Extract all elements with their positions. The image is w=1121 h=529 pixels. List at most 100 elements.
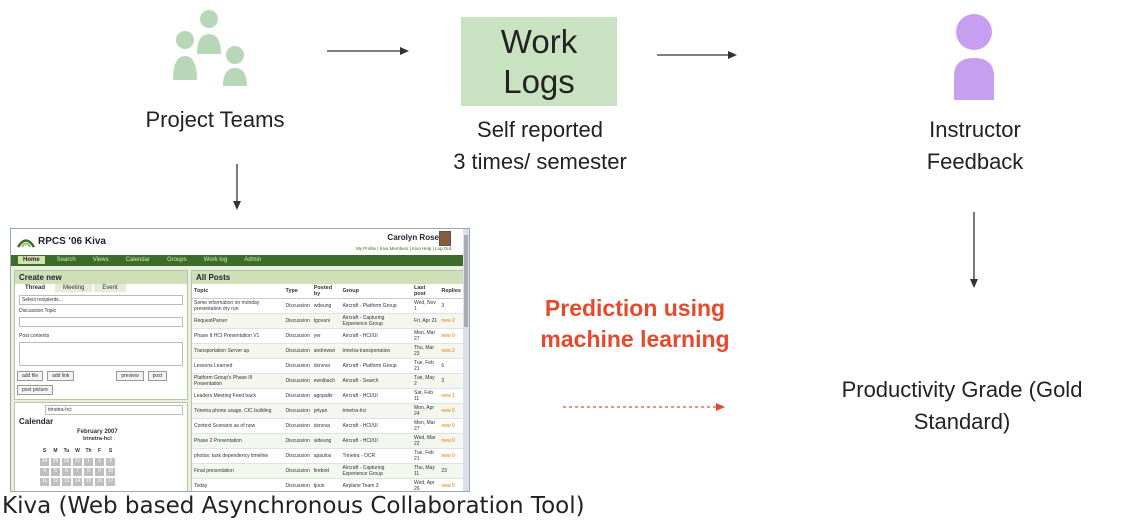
weekday: W bbox=[75, 448, 80, 454]
all-posts-title: All Posts bbox=[192, 271, 463, 284]
table-cell[interactable]: Trinetra phone usage, CIC building bbox=[192, 403, 284, 419]
calendar-day[interactable]: 1 bbox=[84, 458, 93, 466]
tab-thread[interactable]: Thread bbox=[17, 284, 54, 292]
discussion-topic-input[interactable] bbox=[19, 317, 183, 327]
table-cell: Wed, Nov 1 bbox=[412, 298, 440, 314]
nav-search[interactable]: Search bbox=[56, 257, 76, 263]
calendar-title: Calendar bbox=[19, 417, 54, 426]
table-row[interactable]: Some information on monday presentation … bbox=[192, 298, 463, 314]
nav-work-log[interactable]: Work log bbox=[203, 257, 228, 263]
table-cell[interactable]: Some information on monday presentation … bbox=[192, 298, 284, 314]
tab-meeting[interactable]: Meeting bbox=[55, 284, 93, 292]
table-cell: Discussion bbox=[283, 298, 312, 314]
post-picture-button[interactable]: post picture bbox=[17, 385, 53, 395]
nav-groups[interactable]: Groups bbox=[166, 257, 187, 263]
column-header[interactable]: Last post bbox=[412, 284, 440, 299]
nav-calendar[interactable]: Calendar bbox=[125, 257, 150, 263]
recipients-select[interactable]: Select recipients... bbox=[19, 295, 183, 305]
table-cell[interactable]: Transportation Server up bbox=[192, 343, 284, 359]
post-contents-textarea[interactable] bbox=[19, 342, 183, 366]
calendar-day[interactable]: 13 bbox=[62, 478, 71, 486]
group-select[interactable]: trinetra-hci bbox=[45, 405, 183, 415]
calendar-day[interactable]: 14 bbox=[73, 478, 82, 486]
calendar-day[interactable]: 5 bbox=[51, 468, 60, 476]
scrollbar[interactable] bbox=[463, 229, 469, 491]
calendar-day[interactable]: 28 bbox=[40, 458, 49, 466]
table-cell: Aircraft - Capturing Experience Group bbox=[340, 313, 412, 329]
instructor-icon bbox=[954, 14, 994, 100]
table-cell: new 0 bbox=[439, 448, 463, 464]
nav-views[interactable]: Views bbox=[92, 257, 109, 263]
column-header[interactable]: Replies bbox=[439, 284, 463, 299]
calendar-day[interactable]: 31 bbox=[73, 458, 82, 466]
calendar-day[interactable]: 2 bbox=[95, 458, 104, 466]
discussion-topic-label: Discussion Topic bbox=[19, 308, 57, 314]
nav-admin[interactable]: Admin bbox=[244, 257, 262, 263]
table-cell: Discussion bbox=[283, 463, 312, 479]
table-cell: Discussion bbox=[283, 448, 312, 464]
table-cell: new 1 bbox=[439, 388, 463, 404]
calendar-day[interactable]: 4 bbox=[40, 468, 49, 476]
table-cell[interactable]: Phase II HCI Presentation V1 bbox=[192, 328, 284, 344]
calendar-day[interactable]: 17 bbox=[106, 478, 115, 486]
table-cell[interactable]: Leaders Meeting Feed back bbox=[192, 388, 284, 404]
calendar-day[interactable]: 16 bbox=[95, 478, 104, 486]
table-cell[interactable]: Today bbox=[192, 478, 284, 491]
column-header[interactable]: Posted by bbox=[311, 284, 341, 299]
calendar-day[interactable]: 7 bbox=[73, 468, 82, 476]
column-header[interactable]: Type bbox=[283, 284, 312, 299]
table-cell: andrewwi bbox=[311, 343, 341, 359]
weekday: S bbox=[108, 448, 113, 454]
column-header[interactable]: Group bbox=[340, 284, 412, 299]
column-header[interactable]: Topic bbox=[192, 284, 284, 299]
prediction-line-2: machine learning bbox=[540, 326, 730, 352]
table-cell[interactable]: Lessons Learned bbox=[192, 358, 284, 374]
table-cell: Discussion bbox=[283, 433, 312, 449]
calendar-day[interactable]: 11 bbox=[40, 478, 49, 486]
add-file-button[interactable]: add file bbox=[17, 371, 44, 381]
add-link-button[interactable]: add link bbox=[47, 371, 75, 381]
tab-event[interactable]: Event bbox=[94, 284, 126, 292]
preview-button[interactable]: preview bbox=[116, 371, 144, 381]
nav-home[interactable]: Home bbox=[18, 256, 45, 264]
calendar-day[interactable]: 30 bbox=[62, 458, 71, 466]
calendar-day[interactable]: 9 bbox=[95, 468, 104, 476]
kiva-user-links[interactable]: My Profile | Kiva Members | Kiva Help | … bbox=[355, 246, 451, 251]
table-cell[interactable]: Context Scenario as of now bbox=[192, 418, 284, 434]
calendar-day[interactable]: 12 bbox=[51, 478, 60, 486]
self-reported-label: Self reported 3 times/ semester bbox=[420, 114, 660, 178]
calendar-day[interactable]: 3 bbox=[106, 458, 115, 466]
weekday: Th bbox=[85, 448, 92, 454]
table-cell: Thu, Mar 23 bbox=[412, 343, 440, 359]
calendar-day[interactable]: 15 bbox=[84, 478, 93, 486]
calendar-day[interactable]: 29 bbox=[51, 458, 60, 466]
table-cell[interactable]: photos: task dependency timeline bbox=[192, 448, 284, 464]
calendar-day[interactable]: 10 bbox=[106, 468, 115, 476]
calendar-panel: trinetra-hci Calendar February 2007 trin… bbox=[14, 402, 188, 491]
table-cell[interactable]: Phase 2 Presentation bbox=[192, 433, 284, 449]
calendar-day[interactable]: 6 bbox=[62, 468, 71, 476]
people-icon bbox=[173, 10, 247, 86]
table-cell[interactable]: RequestParser bbox=[192, 313, 284, 329]
table-cell[interactable]: Final presentation bbox=[192, 463, 284, 479]
weekday: F bbox=[97, 448, 102, 454]
table-cell[interactable]: Platform Group's Phase III Presentation bbox=[192, 373, 284, 389]
post-button[interactable]: post bbox=[147, 371, 168, 381]
kiva-header: RPCS '06 Kiva Carolyn Rose My Profile | … bbox=[11, 229, 463, 255]
table-cell: new 2 bbox=[439, 313, 463, 329]
scrollbar-thumb[interactable] bbox=[464, 235, 468, 327]
calendar-day[interactable]: 8 bbox=[84, 468, 93, 476]
